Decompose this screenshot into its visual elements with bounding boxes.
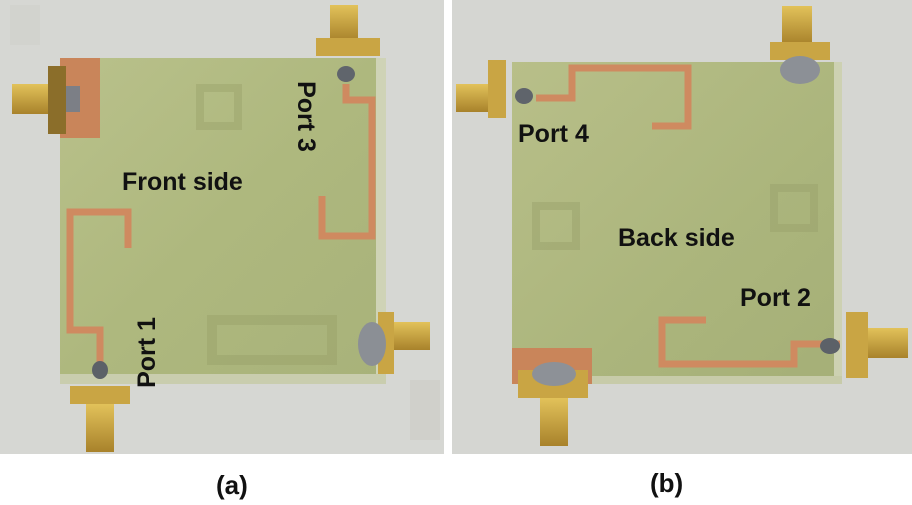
port-label: Port 1: [132, 317, 161, 388]
back-side-photo: Port 4 Back side Port 2: [452, 0, 912, 454]
port-label: Port 2: [740, 284, 811, 312]
port-label: Port 3: [291, 81, 320, 152]
back-board-image: [452, 0, 912, 454]
side-label: Front side: [122, 168, 243, 196]
side-label: Back side: [618, 224, 735, 252]
front-board-image: [0, 0, 444, 454]
figure-caption-a: (a): [216, 470, 248, 500]
front-side-photo: Front side Port 1 Port 3: [0, 0, 444, 454]
port-label: Port 4: [518, 120, 589, 148]
figure-caption-b: (b): [650, 468, 684, 498]
